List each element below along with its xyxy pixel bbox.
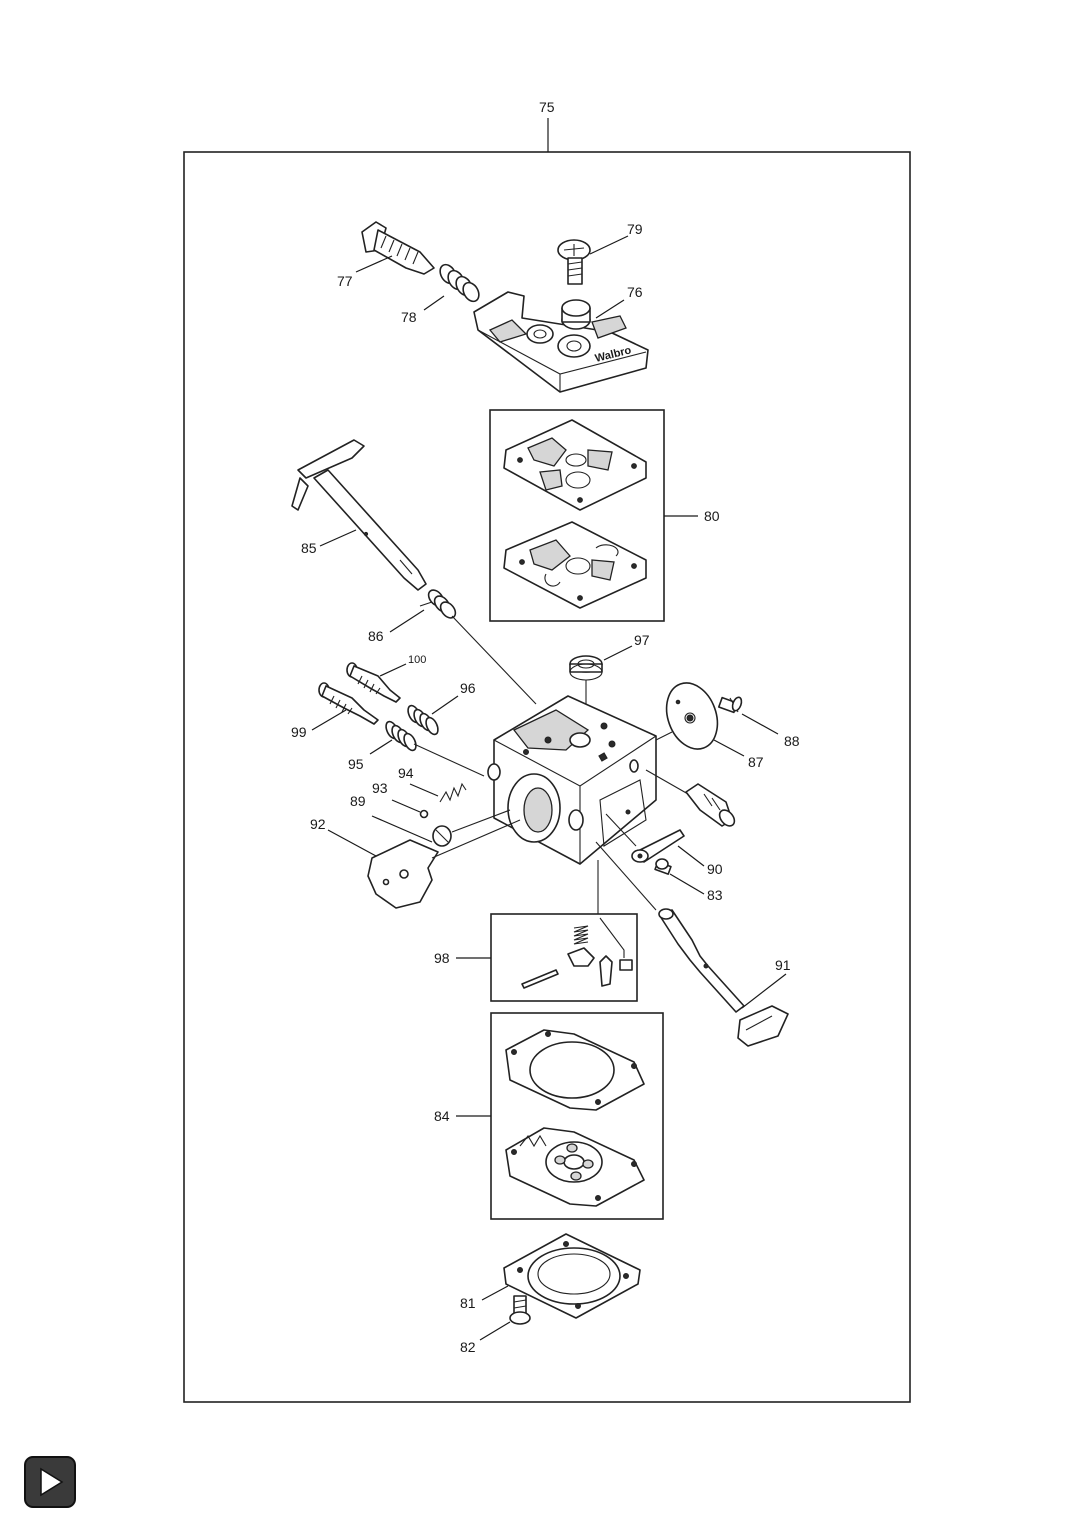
callout-98: 98: [434, 950, 450, 966]
callout-76: 76: [627, 284, 643, 300]
part-87-cover-plate: [665, 682, 719, 750]
callout-91: 91: [775, 957, 791, 973]
callout-75: 75: [539, 99, 555, 115]
assembly-frame: [183, 151, 911, 1403]
callout-100: 100: [408, 654, 426, 666]
callout-80: 80: [704, 508, 720, 524]
callout-85: 85: [301, 540, 317, 556]
part-93-ball: [419, 809, 429, 819]
fuel-inlet-fitting: [685, 783, 736, 827]
callout-83: 83: [707, 887, 723, 903]
callout-77: 77: [337, 273, 353, 289]
part-80-gaskets: [503, 419, 647, 609]
part-94-spring: [439, 782, 467, 803]
part-85-throttle-shaft: [291, 439, 427, 591]
part-86-spring: [419, 589, 457, 619]
part-78-spring: [439, 263, 480, 303]
callout-95: 95: [348, 756, 364, 772]
callout-78: 78: [401, 309, 417, 325]
part-96-spring: [407, 704, 439, 736]
callout-90: 90: [707, 861, 723, 877]
callout-99: 99: [291, 724, 307, 740]
callout-82: 82: [460, 1339, 476, 1355]
part-98-box: [490, 913, 638, 1002]
play-triangle-icon: [40, 1467, 64, 1497]
part-92-choke-plate: [367, 839, 439, 909]
part-81-diaphragm-cover: [503, 1233, 641, 1319]
part-82-screw: [509, 1295, 531, 1325]
callout-97: 97: [634, 632, 650, 648]
callout-81: 81: [460, 1295, 476, 1311]
part-97-plug: [569, 655, 603, 681]
part-91-choke-shaft: [658, 908, 789, 1047]
part-89-screw: [432, 825, 452, 847]
callout-93: 93: [372, 780, 388, 796]
callout-86: 86: [368, 628, 384, 644]
next-page-button[interactable]: [24, 1456, 76, 1508]
part-79-screw: [557, 239, 591, 285]
part-76-cover: Walbro: [473, 291, 649, 393]
part-83-screw: [654, 858, 672, 875]
callout-87: 87: [748, 754, 764, 770]
callout-79: 79: [627, 221, 643, 237]
part-100-needle: [346, 662, 401, 703]
part-98-kit: [521, 917, 633, 989]
carburetor-body: [487, 695, 657, 865]
part-99-needle: [318, 682, 379, 725]
part-88-screw: [717, 696, 743, 714]
callout-92: 92: [310, 816, 326, 832]
callout-89: 89: [350, 793, 366, 809]
callout-88: 88: [784, 733, 800, 749]
part-84-diaphragms: [505, 1029, 645, 1207]
callout-94: 94: [398, 765, 414, 781]
callout-84: 84: [434, 1108, 450, 1124]
part-95-spring: [385, 720, 417, 752]
callout-96: 96: [460, 680, 476, 696]
part-77-screw: [361, 221, 435, 275]
part-90-lever: [631, 829, 685, 863]
